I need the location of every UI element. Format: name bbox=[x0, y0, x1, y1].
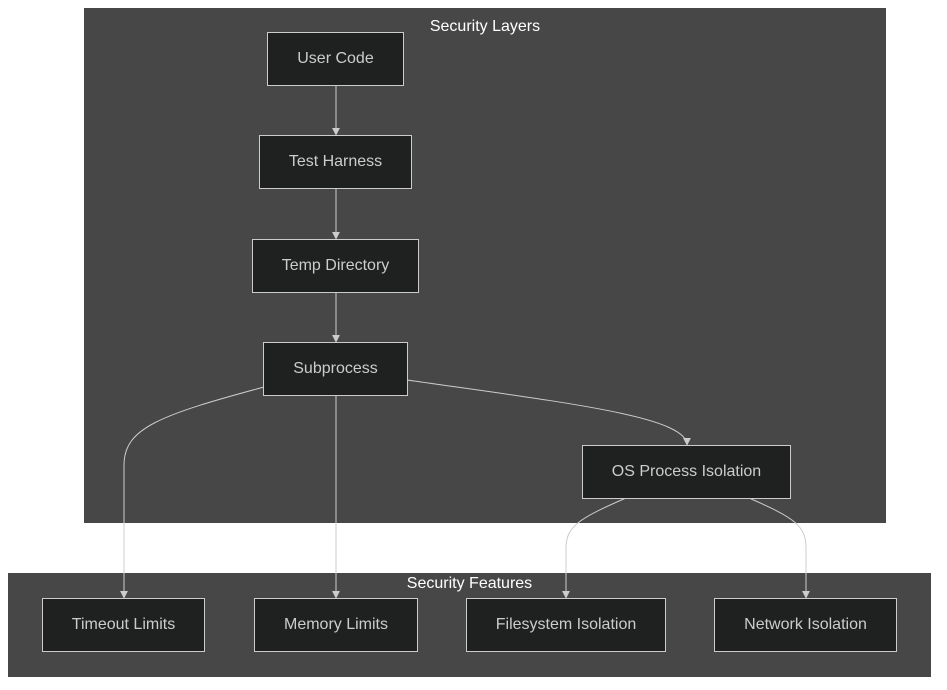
cluster-title-security-features: Security Features bbox=[406, 575, 533, 592]
node-test-harness[interactable]: Test Harness bbox=[259, 135, 412, 189]
node-memory-limits[interactable]: Memory Limits bbox=[254, 598, 418, 652]
node-temp-directory[interactable]: Temp Directory bbox=[252, 239, 419, 293]
cluster-title-security-layers: Security Layers bbox=[429, 18, 541, 35]
node-timeout-limits[interactable]: Timeout Limits bbox=[42, 598, 205, 652]
node-user-code[interactable]: User Code bbox=[267, 32, 404, 86]
node-network-isolation[interactable]: Network Isolation bbox=[714, 598, 897, 652]
node-subprocess[interactable]: Subprocess bbox=[263, 342, 408, 396]
node-os-process-isolation[interactable]: OS Process Isolation bbox=[582, 445, 791, 499]
node-filesystem-isolation[interactable]: Filesystem Isolation bbox=[466, 598, 666, 652]
